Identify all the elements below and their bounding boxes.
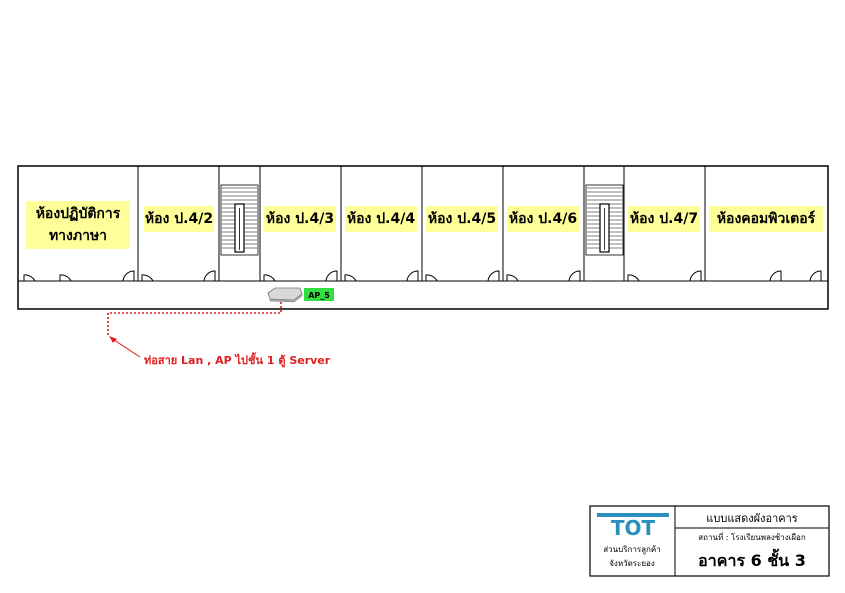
ap-label-badge: [304, 288, 334, 301]
room-label-bg: [26, 201, 130, 249]
lan-cable-route: [107, 302, 282, 336]
room-label-bg: [264, 206, 336, 232]
room-label: ห้อง ป.4/3: [266, 211, 334, 227]
room-label: ห้อง ป.4/7: [630, 211, 698, 227]
room-dividers: [137, 166, 706, 281]
location-text: สถานที่ : โรงเรียนพลงช้างเผือก: [698, 531, 806, 542]
room-label: ห้อง ป.4/4: [347, 211, 415, 227]
building-outline: [17, 165, 829, 310]
ap-label: AP_5: [308, 291, 330, 300]
room-label: ห้อง ป.4/5: [428, 211, 496, 227]
staircase-right: [585, 184, 624, 256]
room-label-bg: [709, 206, 823, 232]
note-arrow-head: [109, 336, 117, 343]
drawing-title: แบบแสดงผังอาคาร: [706, 512, 798, 525]
room-label-bg: [628, 206, 700, 232]
org-line-1: ส่วนบริการลูกค้า: [603, 545, 660, 555]
building-floor: อาคาร 6 ชั้น 3: [698, 548, 806, 570]
room-label: ห้อง ป.4/6: [509, 211, 577, 227]
cable-note: ท่อสาย Lan , AP ไปชั้น 1 ตู้ Server: [144, 352, 331, 368]
staircase-left: [220, 184, 259, 256]
title-block: TOT ส่วนบริการลูกค้า จังหวัดระยอง แบบแสด…: [589, 505, 830, 577]
note-arrow-line: [110, 337, 141, 358]
doors: [23, 270, 822, 282]
room-label-bg: [507, 206, 579, 232]
room-label: ห้อง ป.4/2: [145, 211, 213, 227]
tot-logo: TOT: [597, 513, 669, 540]
org-line-2: จังหวัดระยอง: [609, 559, 655, 568]
room-label-bg: [345, 206, 417, 232]
room-label: ทางภาษา: [49, 228, 107, 244]
room-label-bg: [426, 206, 498, 232]
room-label-bg: [144, 206, 214, 232]
room-label: ห้องปฏิบัติการ: [36, 206, 121, 222]
room-label: ห้องคอมพิวเตอร์: [717, 210, 816, 227]
logo-text: TOT: [611, 516, 656, 540]
access-point[interactable]: AP_5: [267, 287, 334, 303]
